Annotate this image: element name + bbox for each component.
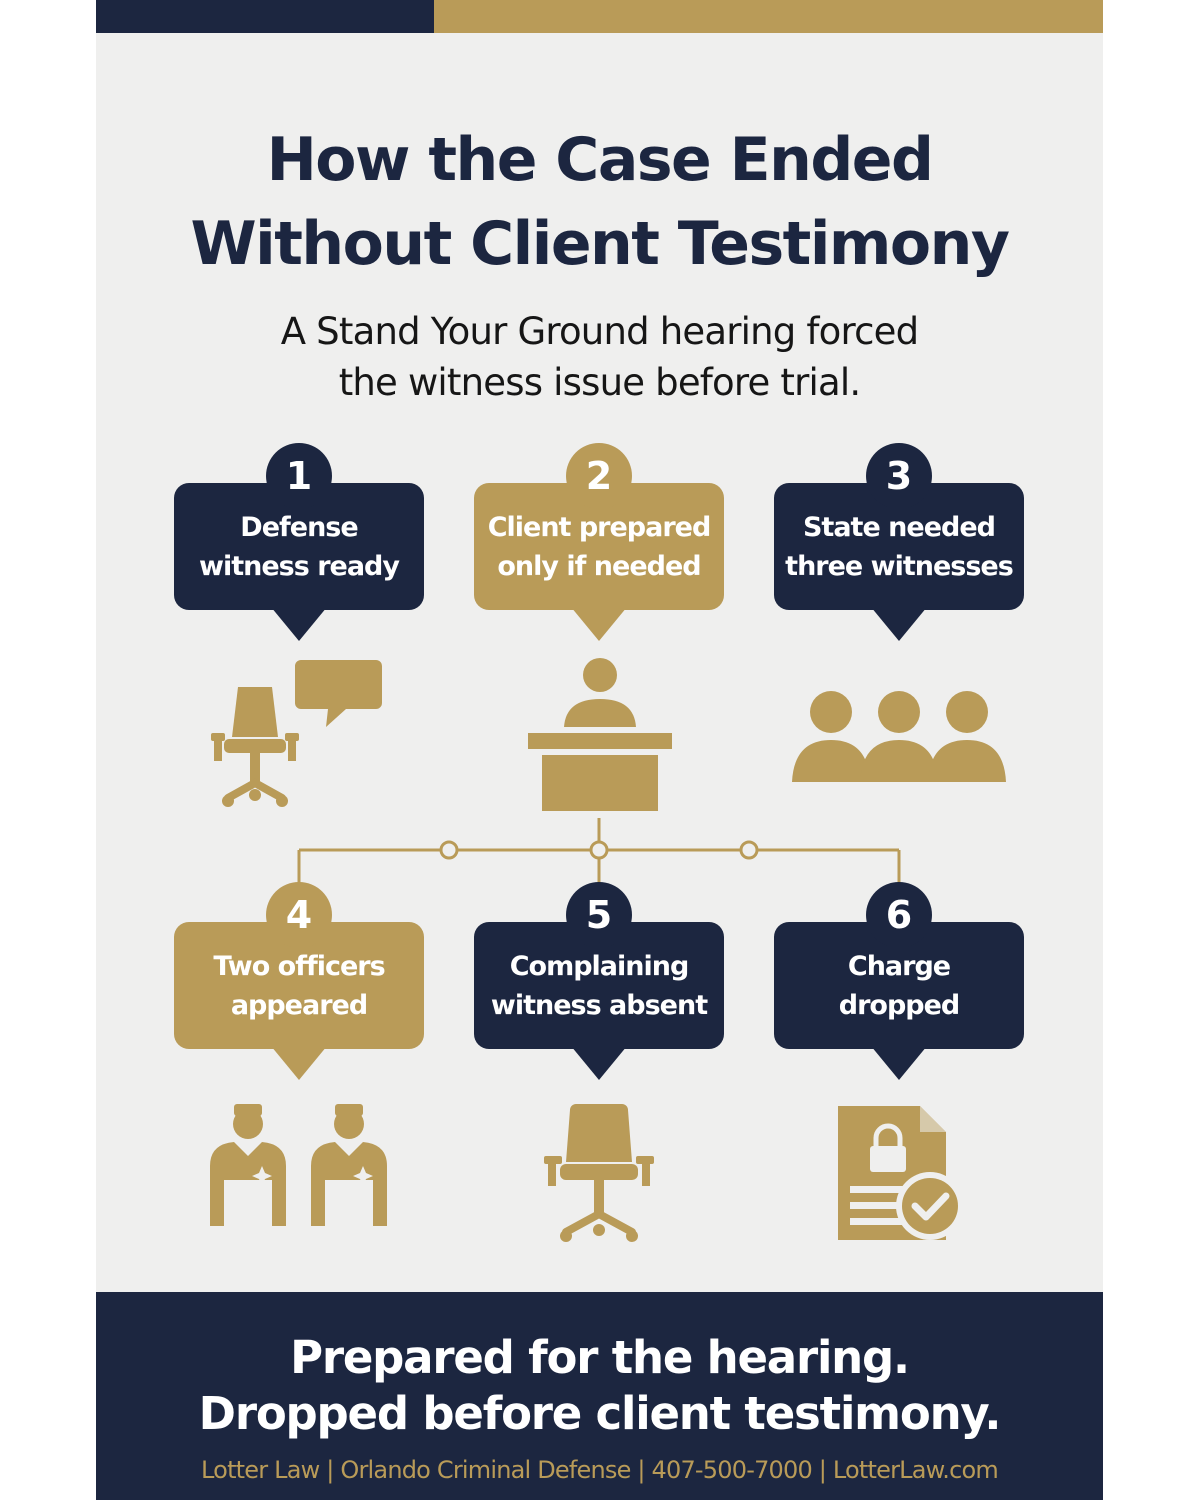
two-officers-icon [210,1104,387,1226]
step-3-label-line-1: State needed [802,511,996,543]
page-title: How the Case Ended Without Client Testim… [96,118,1103,286]
step-6-label-line-1: Charge [847,950,951,982]
footer-line-2: Dropped before client testimony. [198,1387,1002,1440]
top-accent-bar-gold [434,0,1103,33]
step-2-label-line-1: Client prepared [487,511,712,543]
empty-chair-icon [544,1104,654,1242]
step-1-number-badge: 1 [266,443,332,509]
top-accent-bar-navy [96,0,434,33]
document-check-icon [838,1106,964,1240]
footer-banner: Prepared for the hearing. Dropped before… [96,1292,1103,1500]
step-3-bubble-tail [871,607,927,641]
step-4-bubble-tail [271,1046,327,1080]
step-3-label-line-2: three witnesses [785,550,1014,582]
footer-headline: Prepared for the hearing. Dropped before… [96,1330,1103,1442]
step-1-defense-witness-ready: Defense witness ready 1 [174,443,424,641]
infographic-card: How the Case Ended Without Client Testim… [96,0,1103,1500]
step-2-client-prepared: Client prepared only if needed 2 [474,443,724,641]
step-3-bubble: State needed three witnesses [774,483,1024,610]
timeline-connector-icon [297,818,901,883]
three-people-icon [792,691,1006,782]
footer-line-1: Prepared for the hearing. [290,1331,910,1384]
title-line-1: How the Case Ended [266,125,934,195]
subtitle-line-2: the witness issue before trial. [338,361,861,404]
step-4-two-officers-appeared: Two officers appeared 4 [174,882,424,1080]
step-1-label-line-1: Defense [240,511,358,543]
step-3-state-needed-witnesses: State needed three witnesses 3 [774,443,1024,641]
step-4-number-badge: 4 [266,882,332,948]
step-5-complaining-witness-absent: Complaining witness absent 5 [474,882,724,1080]
step-1-label-line-2: witness ready [199,550,400,582]
step-2-bubble-tail [571,607,627,641]
step-6-number-badge: 6 [866,882,932,948]
step-6-bubble-tail [871,1046,927,1080]
step-3-number-badge: 3 [866,443,932,509]
step-2-label-line-2: only if needed [497,550,701,582]
subtitle: A Stand Your Ground hearing forced the w… [96,306,1103,408]
step-1-bubble-tail [271,607,327,641]
subtitle-line-1: A Stand Your Ground hearing forced [280,310,919,353]
title-line-2: Without Client Testimony [190,209,1010,279]
step-5-label-line-1: Complaining [509,950,690,982]
step-6-charge-dropped: Charge dropped 6 [774,882,1024,1080]
step-6-label-line-2: dropped [838,989,960,1021]
step-5-number-badge: 5 [566,882,632,948]
step-4-label-line-1: Two officers [213,950,385,982]
step-5-bubble-tail [571,1046,627,1080]
step-4-label-line-2: appeared [230,989,368,1021]
step-2-number-badge: 2 [566,443,632,509]
chair-speech-icon [211,660,382,807]
footer-contact-info: Lotter Law | Orlando Criminal Defense | … [201,1456,999,1484]
podium-speaker-icon [528,658,672,811]
step-5-label-line-2: witness absent [490,989,708,1021]
